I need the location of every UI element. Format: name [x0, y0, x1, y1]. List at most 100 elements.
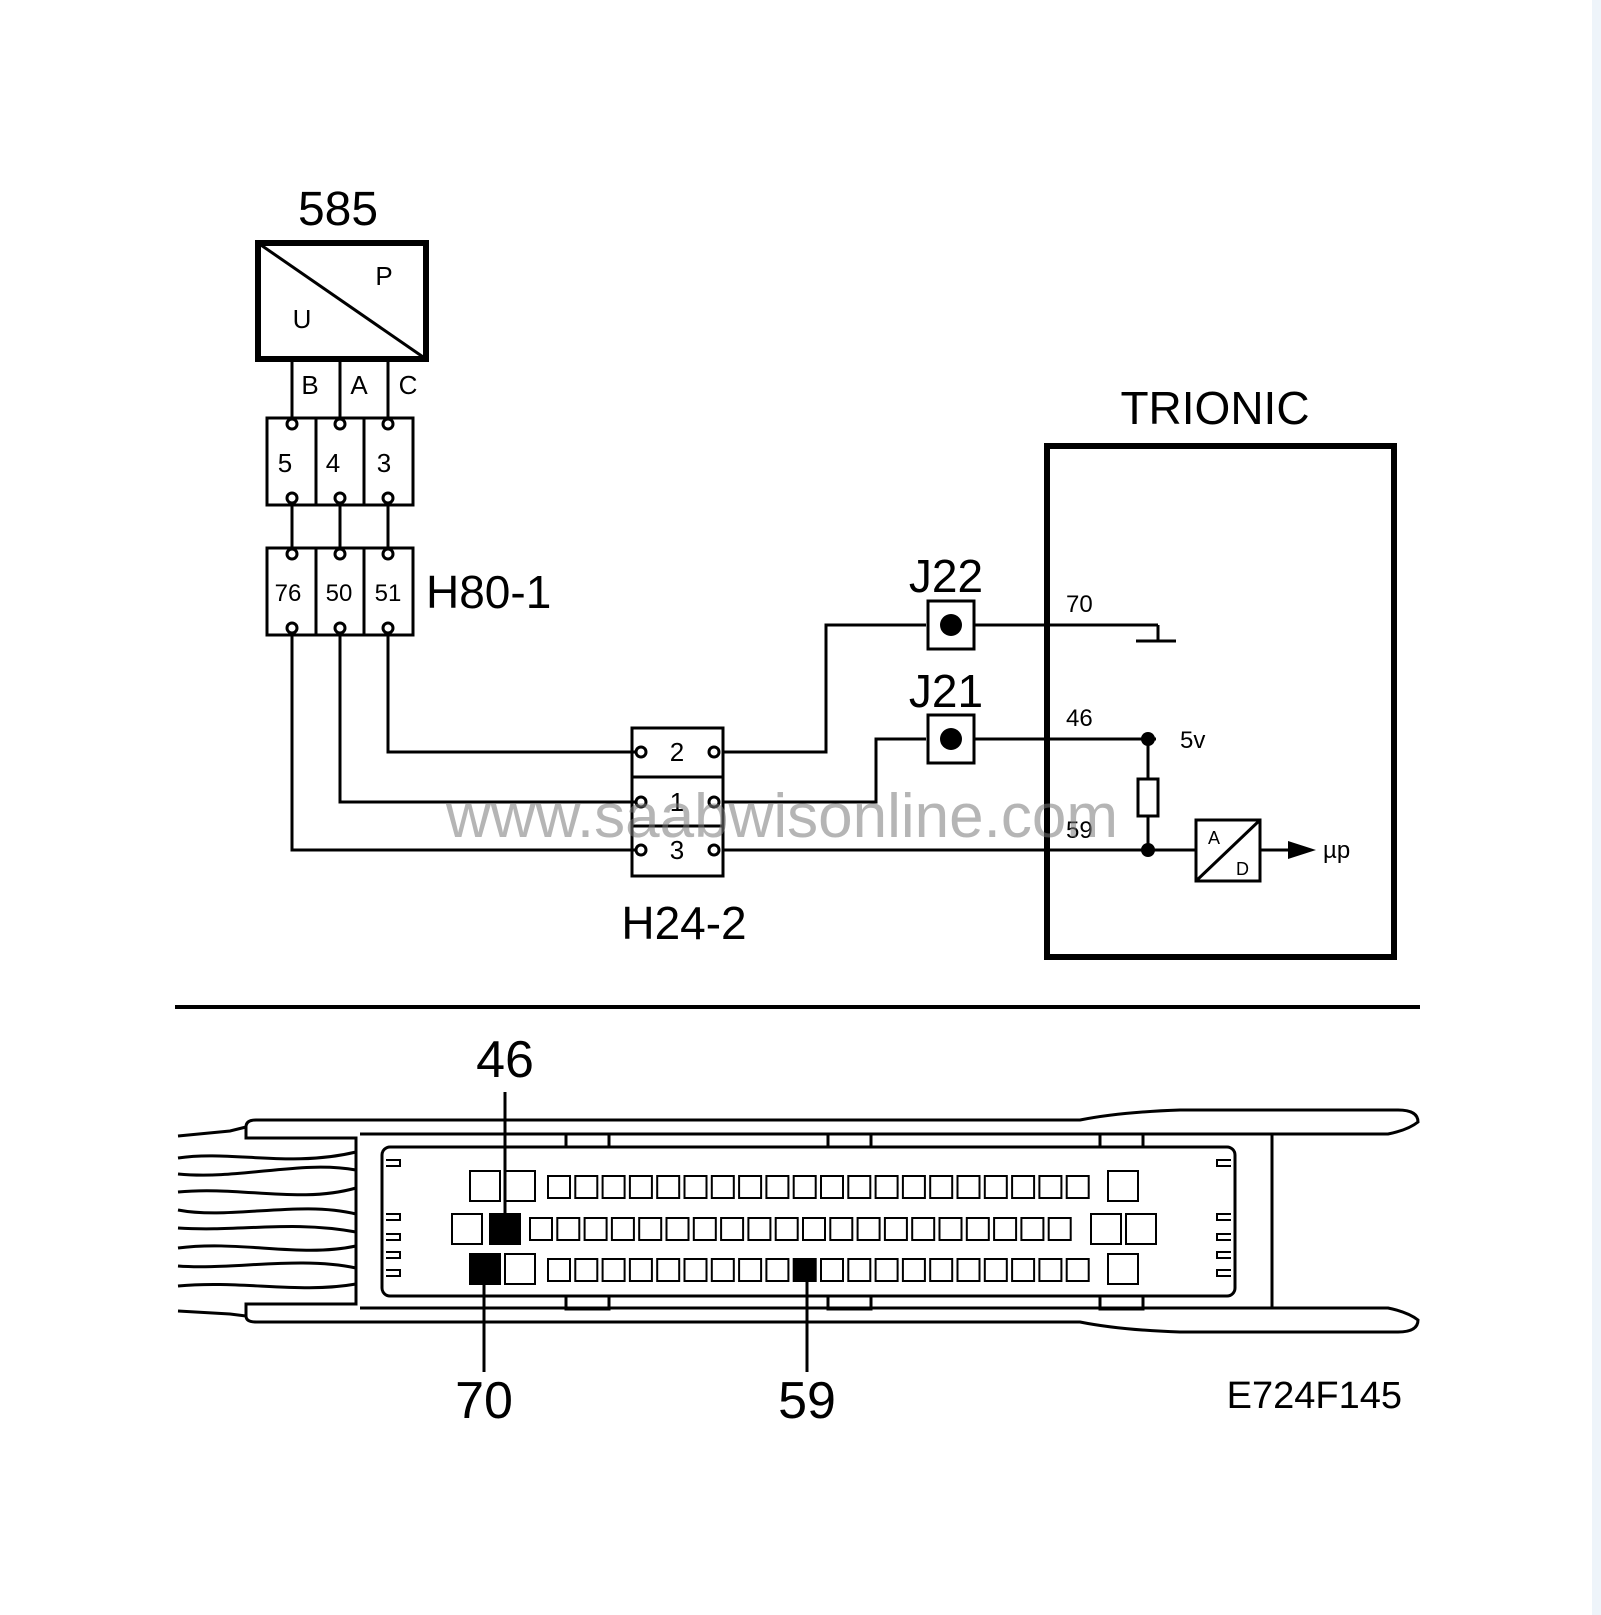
ecu-trionic: TRIONIC 70 46 59 5v A D µp: [1044, 382, 1397, 960]
wire-h24-2-to-j22: [723, 623, 926, 754]
junction-j22: J22: [909, 550, 983, 651]
cavity-large: [1107, 1170, 1139, 1202]
cavity: [665, 1217, 690, 1241]
cavity: [710, 1175, 735, 1199]
upper-pin-4: 4: [326, 448, 340, 478]
cavity: [547, 1258, 571, 1282]
watermark: www.saabwisonline.com: [445, 782, 1118, 851]
cavity: [710, 1258, 735, 1282]
cavity-pin-59: [792, 1258, 817, 1282]
h24-pin-2: 2: [670, 737, 684, 767]
cavity: [610, 1217, 635, 1241]
cavity: [583, 1217, 608, 1241]
sensor-pin-c: C: [399, 370, 418, 400]
pullup-resistor: [1136, 777, 1160, 818]
converter-a: A: [1208, 828, 1220, 848]
cavity-large: [451, 1213, 483, 1245]
h80-pin-50: 50: [326, 580, 353, 607]
h24-pin-3: 3: [670, 835, 684, 865]
cavity: [738, 1258, 763, 1282]
cavity: [738, 1175, 763, 1199]
wire-h24-1-to-j21: [723, 737, 926, 804]
cavity: [938, 1217, 963, 1241]
cavity: [929, 1175, 954, 1199]
sensor-id: 585: [298, 183, 378, 236]
sensor-label-p: P: [375, 261, 392, 291]
cavity: [820, 1175, 844, 1199]
cavity: [556, 1217, 581, 1241]
cable-bundle: [177, 1125, 357, 1318]
connector-h80-1: 76 50 51 H80-1: [265, 546, 551, 637]
cavity-large: [469, 1170, 501, 1202]
converter-d: D: [1236, 859, 1249, 879]
cavity: [1065, 1258, 1090, 1282]
cavity-large: [1090, 1213, 1122, 1245]
cavity: [765, 1258, 790, 1282]
sensor-585: 585 P U: [255, 183, 429, 362]
cavity-large: [1107, 1253, 1139, 1285]
cavity: [1020, 1217, 1045, 1241]
cavity-pin-46: [489, 1213, 521, 1245]
ecu-connector-view: 46 70 59: [177, 1031, 1420, 1430]
connector-upper: 5 4 3: [265, 416, 415, 507]
h24-id: H24-2: [621, 897, 746, 949]
cavity: [911, 1217, 936, 1241]
cavity: [628, 1175, 653, 1199]
cavity: [883, 1217, 908, 1241]
callout-59: 59: [778, 1372, 836, 1430]
cavity: [829, 1217, 854, 1241]
cavity: [765, 1175, 790, 1199]
upper-pin-3: 3: [377, 448, 391, 478]
h80-pin-51: 51: [375, 580, 402, 607]
cavity: [683, 1258, 708, 1282]
cavity: [901, 1258, 926, 1282]
cavity: [601, 1175, 626, 1199]
cavity: [656, 1175, 681, 1199]
sensor-pin-a: A: [350, 370, 368, 400]
page-right-edge: [1592, 0, 1601, 1615]
junction-j21: J21: [909, 665, 983, 765]
cavity: [1047, 1217, 1072, 1241]
ecu-box: [1044, 443, 1397, 960]
cavity: [820, 1258, 844, 1282]
connector-h24-2: 2 1 3 H24-2: [621, 726, 747, 949]
ecu-supply-5v: 5v: [1180, 727, 1205, 754]
ecu-pin-70: 70: [1066, 591, 1093, 618]
ecu-pin-46: 46: [1066, 705, 1093, 732]
cavity-large: [504, 1170, 536, 1202]
h80-pin-76: 76: [275, 580, 302, 607]
cavity: [547, 1175, 571, 1199]
cavity: [983, 1175, 1008, 1199]
j21-id: J21: [909, 665, 983, 717]
upper-pin-5: 5: [278, 448, 292, 478]
cavity: [1011, 1258, 1036, 1282]
cavity-large: [504, 1253, 536, 1285]
cavity: [1038, 1258, 1063, 1282]
cavity: [901, 1175, 926, 1199]
cavity: [774, 1217, 799, 1241]
sensor-label-u: U: [293, 304, 312, 334]
cavity: [1011, 1175, 1036, 1199]
callout-70: 70: [455, 1372, 513, 1430]
sensor-diagonal: [257, 241, 427, 361]
output-arrow-icon: [1288, 841, 1316, 859]
sensor-pin-b: B: [301, 370, 318, 400]
cavity: [683, 1175, 708, 1199]
wire-51-to-h24-2: [386, 635, 640, 754]
ecu-output-up: µp: [1323, 837, 1350, 864]
cavity: [956, 1258, 981, 1282]
wire-76-to-h24-3: [290, 635, 640, 852]
h24-pin-1: 1: [670, 787, 684, 817]
cavity: [993, 1217, 1018, 1241]
figure-code: E724F145: [1227, 1375, 1402, 1417]
cavity: [847, 1258, 872, 1282]
cavity: [847, 1175, 872, 1199]
cavity: [747, 1217, 772, 1241]
cavity: [1038, 1175, 1063, 1199]
j22-id: J22: [909, 550, 983, 602]
cavity-large: [1125, 1213, 1157, 1245]
h80-id: H80-1: [426, 566, 551, 618]
cavity: [529, 1217, 553, 1241]
cavity: [983, 1258, 1008, 1282]
